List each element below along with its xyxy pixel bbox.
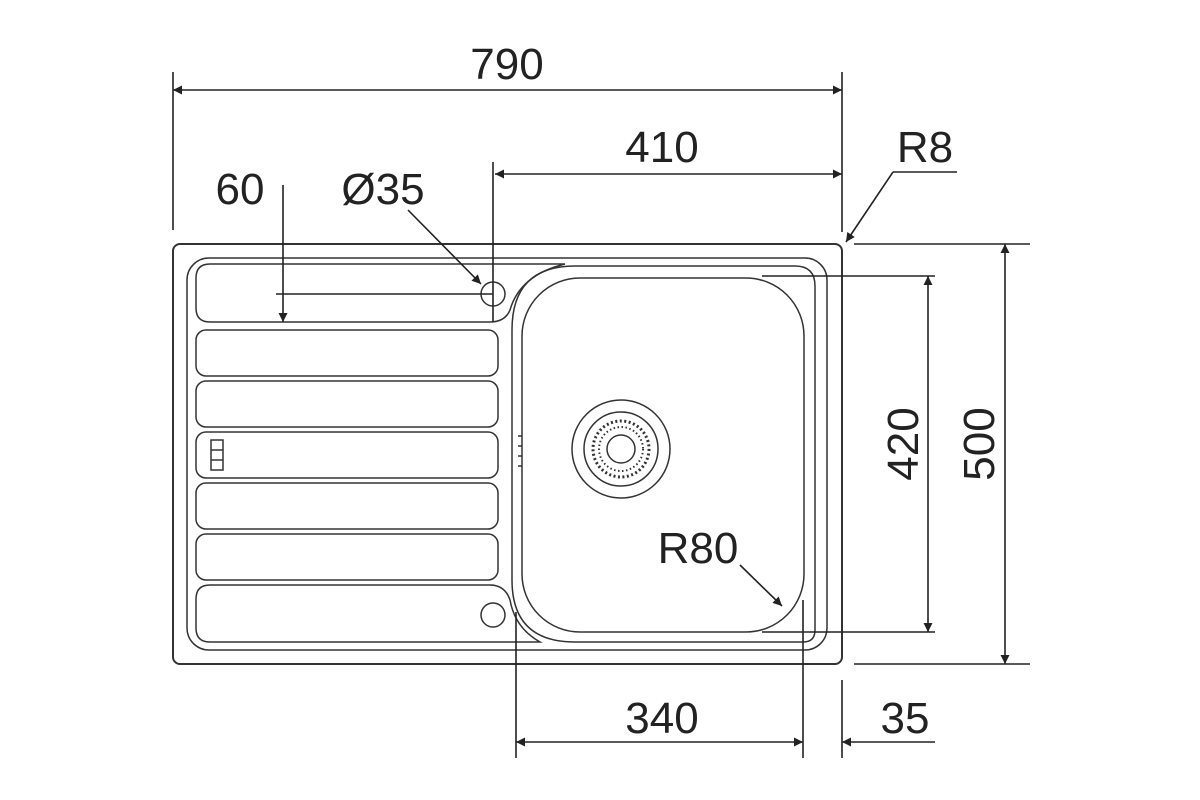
drainer-rib	[195, 431, 499, 479]
drainer-rib	[195, 380, 499, 428]
extension-lines	[172, 72, 1030, 758]
label-d35: Ø35	[341, 165, 424, 214]
label-420: 420	[879, 407, 928, 480]
label-r8: R8	[897, 123, 953, 172]
sink-bowl	[511, 265, 816, 643]
bowl-outer	[511, 265, 816, 643]
sink-outer-edge	[172, 243, 843, 665]
drain-strainer-icon	[571, 399, 671, 499]
overflow-hole	[480, 602, 506, 628]
leader-r80	[739, 564, 783, 607]
dimension-labels: 790 410 R8 60 Ø35 420 500 R80 340 35	[216, 40, 1004, 743]
label-60: 60	[216, 165, 265, 214]
drainer-board	[195, 263, 566, 643]
bowl-inner	[521, 277, 805, 633]
overflow-icon	[210, 439, 224, 471]
label-500: 500	[955, 407, 1004, 480]
drainer-rib	[195, 329, 499, 377]
drainer-rib	[195, 533, 499, 581]
leader-r8-arrow	[845, 171, 894, 243]
label-r80: R80	[658, 524, 739, 573]
drainer-rib	[195, 482, 499, 530]
sink-outline	[172, 243, 843, 665]
dimension-lines	[173, 85, 1010, 747]
label-790: 790	[470, 40, 543, 89]
sink-inner-rim	[186, 257, 828, 651]
label-35: 35	[881, 694, 930, 743]
label-410: 410	[625, 123, 698, 172]
leader-d35	[407, 209, 482, 285]
drainer-bottom-groove	[195, 584, 543, 643]
drainer-top-groove	[195, 263, 566, 323]
label-340: 340	[625, 694, 698, 743]
